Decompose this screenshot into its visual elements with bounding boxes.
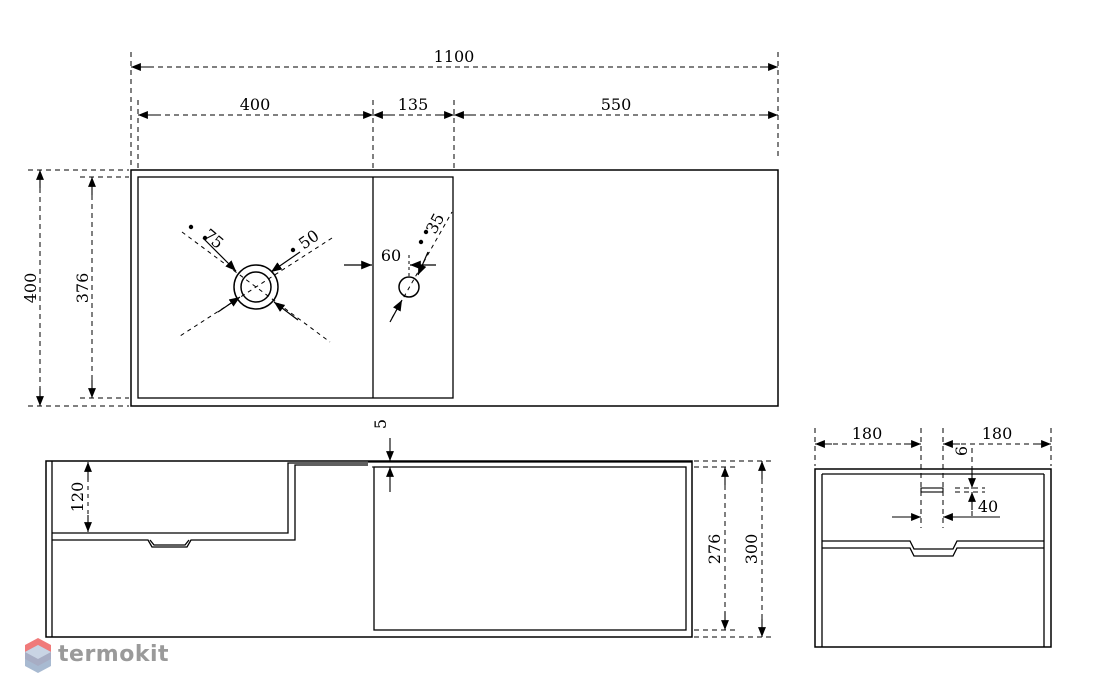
drain-arrow-top — [202, 237, 237, 272]
tap-arrow-bottom — [389, 299, 403, 323]
dim-inner-height: 276 — [705, 534, 724, 565]
dim-overall-width: 1100 — [434, 47, 475, 66]
dot-marker — [290, 247, 296, 253]
tap-hole-circle — [398, 276, 420, 298]
drain-arrow-left — [217, 296, 241, 313]
dot-marker — [423, 229, 429, 235]
dim-wall-thickness: 5 — [371, 419, 390, 429]
dim-overall-depth: 400 — [21, 273, 40, 304]
dot-marker — [202, 235, 208, 241]
termokit-logo-icon — [25, 638, 51, 673]
dim-shelf-width: 550 — [601, 95, 632, 114]
dim-side-right: 180 — [982, 424, 1013, 443]
drain-centre-line-2 — [179, 237, 333, 337]
dim-basin-height: 120 — [68, 482, 87, 513]
tap-arrow-top — [417, 251, 429, 276]
dot-marker — [418, 239, 424, 245]
dim-middle-width: 135 — [398, 95, 429, 114]
drain-arrow-right — [270, 251, 301, 273]
dim-side-top-gap: 6 — [952, 446, 971, 456]
dim-side-left: 180 — [852, 424, 883, 443]
front-section — [45, 460, 693, 638]
basin-outline — [137, 176, 454, 399]
dim-basin-width: 400 — [240, 95, 271, 114]
dim-outlet-inner: 50 — [295, 226, 323, 253]
side-section — [814, 468, 1052, 648]
dim-overall-height: 300 — [742, 534, 761, 565]
dim-inner-depth: 376 — [73, 273, 92, 304]
drain-outer-circle — [233, 264, 279, 310]
drain-inner-circle — [240, 271, 272, 303]
top-dimensions — [130, 52, 779, 168]
top-view — [130, 169, 779, 407]
drain-arrow-bottom — [273, 301, 299, 321]
dim-tap-offset: 60 — [381, 246, 401, 265]
drain-centre-line — [181, 231, 331, 343]
top-view-outline — [130, 169, 779, 407]
brand-name: termokit — [58, 642, 170, 667]
dim-slot-height: 40 — [978, 497, 998, 516]
dot-marker — [188, 224, 194, 230]
